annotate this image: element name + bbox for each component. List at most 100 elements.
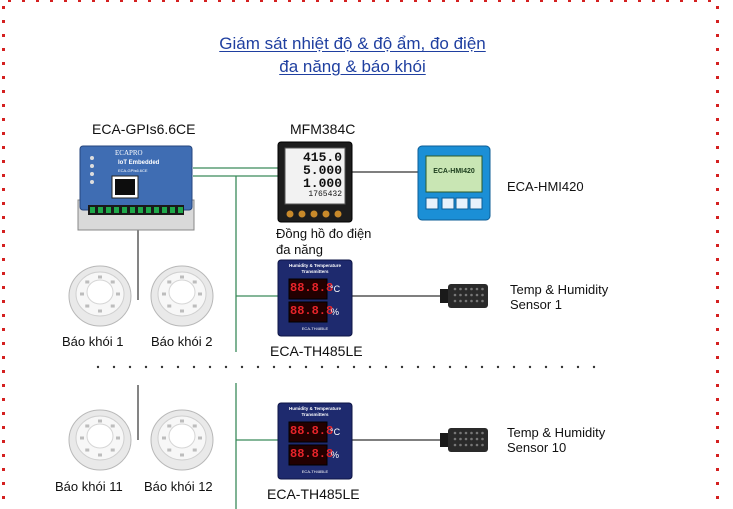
gateway-label: ECA-GPIs6.6CE bbox=[92, 121, 196, 137]
separator-dot bbox=[224, 365, 228, 369]
separator-dot bbox=[544, 365, 548, 369]
border-dot bbox=[716, 132, 719, 135]
border-dot bbox=[638, 0, 641, 2]
border-dot bbox=[2, 90, 5, 93]
border-dot bbox=[428, 0, 431, 2]
gateway-brand: ECAPRO bbox=[115, 149, 143, 157]
power-meter-device bbox=[277, 141, 353, 223]
sensor10-label-line1: Temp & Humidity bbox=[507, 425, 606, 440]
border-dot bbox=[260, 0, 263, 2]
separator-dot bbox=[128, 365, 132, 369]
hmi-label: ECA-HMI420 bbox=[507, 179, 584, 194]
border-dot bbox=[330, 0, 333, 2]
th-top-hum-unit: % bbox=[331, 307, 340, 317]
border-dot bbox=[716, 160, 719, 163]
separator-dot bbox=[96, 365, 100, 369]
vent-hole bbox=[475, 437, 479, 441]
border-dot bbox=[716, 202, 719, 205]
separator-dot bbox=[416, 365, 420, 369]
border-dot bbox=[2, 482, 5, 485]
separator-dot bbox=[176, 365, 180, 369]
border-dot bbox=[2, 496, 5, 499]
border-dot bbox=[716, 342, 719, 345]
separator-dot bbox=[208, 365, 212, 369]
th-top-hum-display: 88.8.8 bbox=[290, 304, 334, 318]
border-dot bbox=[78, 0, 81, 2]
separator-dot bbox=[112, 365, 116, 369]
terminal-pin bbox=[90, 207, 95, 213]
vent-hole bbox=[475, 443, 479, 447]
terminal-pin bbox=[114, 207, 119, 213]
sensor1-label-line2: Sensor 1 bbox=[510, 297, 563, 312]
separator-dot bbox=[336, 365, 340, 369]
border-dot bbox=[716, 300, 719, 303]
vent-hole bbox=[453, 443, 457, 447]
th-top-temp-display: 88.8.8 bbox=[290, 281, 334, 295]
border-dot bbox=[716, 454, 719, 457]
vent-hole bbox=[470, 293, 473, 297]
border-dot bbox=[716, 216, 719, 219]
separator-dot bbox=[496, 365, 500, 369]
border-dot bbox=[716, 496, 719, 499]
border-dot bbox=[498, 0, 501, 2]
border-dot bbox=[2, 48, 5, 51]
meter-reading-energy: 1765432 bbox=[308, 190, 342, 199]
gateway-model-text: ECA-GPIs6.6CE bbox=[118, 168, 148, 173]
th-bottom-temp-unit: °C bbox=[330, 427, 341, 437]
border-dot bbox=[716, 48, 719, 51]
vent-hole bbox=[481, 431, 484, 435]
separator-dot bbox=[304, 365, 308, 369]
meter-reading-current: 5.000 bbox=[302, 163, 342, 178]
terminal-pin bbox=[146, 207, 151, 213]
border-dot bbox=[302, 0, 305, 2]
vent-hole bbox=[453, 293, 457, 297]
smoke-detector-1 bbox=[68, 265, 132, 327]
separator-dot bbox=[192, 365, 196, 369]
border-dot bbox=[470, 0, 473, 2]
vent-hole bbox=[464, 293, 468, 297]
border-dot bbox=[716, 272, 719, 275]
separator-dot bbox=[464, 365, 468, 369]
meter-caption-line1: Đồng hồ đo điện bbox=[276, 226, 372, 241]
border-dot bbox=[716, 286, 719, 289]
vent-hole bbox=[464, 443, 468, 447]
border-dot bbox=[134, 0, 137, 2]
th-top-header: Humidity & Temperature Transmitters bbox=[289, 263, 341, 274]
terminal-pin bbox=[106, 207, 111, 213]
border-dot bbox=[716, 370, 719, 373]
border-dot bbox=[716, 398, 719, 401]
border-dot bbox=[716, 440, 719, 443]
border-dot bbox=[2, 216, 5, 219]
separator-dot bbox=[448, 365, 452, 369]
vent-hole bbox=[481, 437, 484, 441]
sensor-probe-1 bbox=[440, 284, 488, 308]
th-bottom-hum-unit: % bbox=[331, 450, 340, 460]
separator-dot bbox=[144, 365, 148, 369]
border-dot bbox=[442, 0, 445, 2]
th-bottom-label: ECA-TH485LE bbox=[267, 486, 360, 502]
border-dot bbox=[2, 412, 5, 415]
th-top-temp-unit: °C bbox=[330, 284, 341, 294]
border-dot bbox=[624, 0, 627, 2]
border-dot bbox=[2, 244, 5, 247]
smoke-label-1: Báo khói 1 bbox=[62, 334, 124, 349]
vent-hole bbox=[470, 299, 473, 303]
border-dot bbox=[716, 426, 719, 429]
meter-reading-voltage: 415.0 bbox=[302, 150, 342, 165]
vent-hole bbox=[459, 431, 462, 435]
border-dot bbox=[204, 0, 207, 2]
smoke-detector-2 bbox=[150, 265, 214, 327]
vent-hole bbox=[470, 287, 473, 291]
border-dot bbox=[2, 398, 5, 401]
vent-hole bbox=[481, 299, 484, 303]
border-dot bbox=[2, 62, 5, 65]
border-dot bbox=[2, 356, 5, 359]
border-dot bbox=[716, 174, 719, 177]
separator-dot bbox=[592, 365, 596, 369]
border-dot bbox=[716, 258, 719, 261]
th-bottom-footer: ECA-TH485LE bbox=[301, 469, 329, 474]
th-top-label: ECA-TH485LE bbox=[270, 343, 363, 359]
separator-dot bbox=[480, 365, 484, 369]
border-dot bbox=[106, 0, 109, 2]
terminal-pin bbox=[130, 207, 135, 213]
